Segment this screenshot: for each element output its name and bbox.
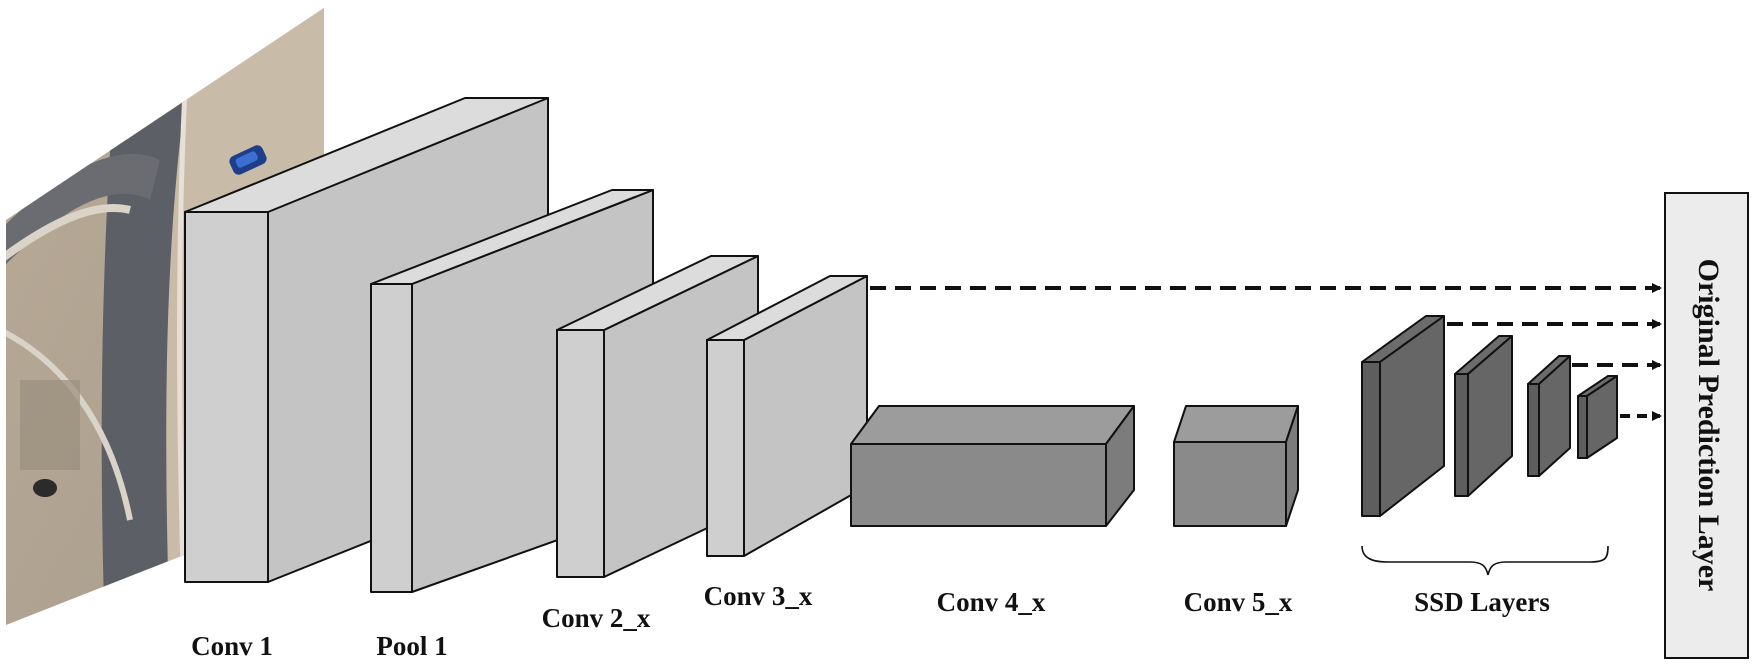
ssd-layers-group [1361, 315, 1618, 517]
label-pool1: Pool 1 [376, 631, 447, 661]
ssd-layer-4 [1577, 375, 1618, 459]
conv3-block [706, 275, 868, 557]
label-conv3: Conv 3_x [704, 581, 813, 611]
conv5-block [1173, 405, 1299, 527]
label-ssd-layers: SSD Layers [1414, 587, 1550, 617]
ssd-layer-1 [1361, 315, 1445, 517]
label-conv4: Conv 4_x [937, 587, 1046, 617]
original-prediction-layer-box: Original Prediction Layer [1664, 192, 1749, 659]
output-label: Original Prediction Layer [1692, 259, 1725, 592]
label-conv2: Conv 2_x [542, 603, 651, 633]
ssd-layer-2 [1454, 335, 1513, 497]
feature-arrows [870, 283, 1662, 421]
label-conv1: Conv 1 [191, 631, 273, 661]
ssd-brace [1361, 545, 1609, 576]
conv4-block [850, 405, 1135, 527]
label-conv5: Conv 5_x [1184, 587, 1293, 617]
ssd-layer-3 [1527, 355, 1571, 477]
